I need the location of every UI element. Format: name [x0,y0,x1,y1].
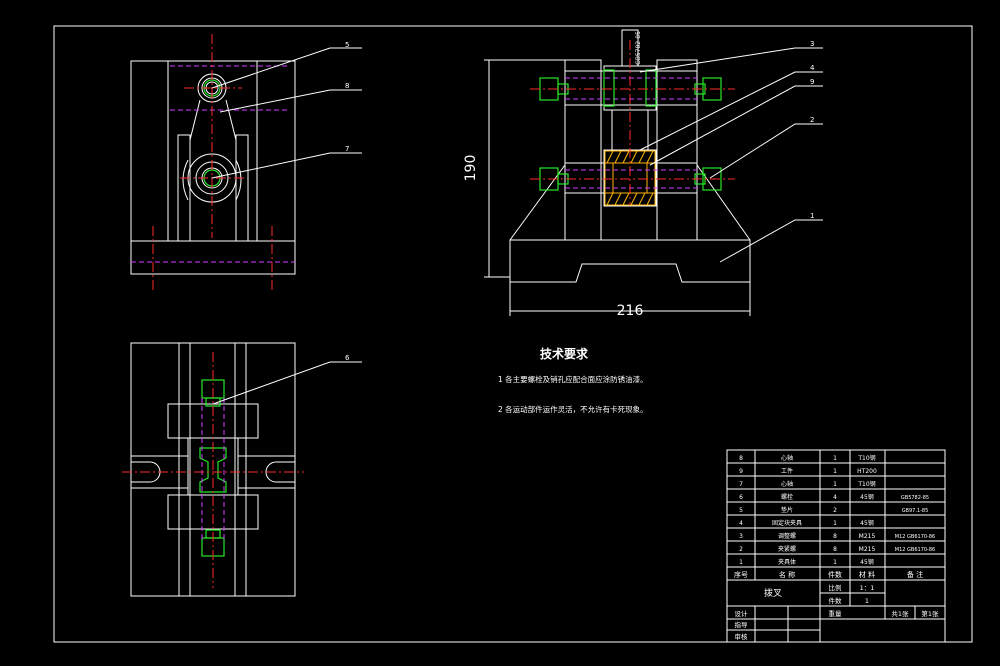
bom-cell-no: 9 [739,468,743,475]
bom-cell-material: HT200 [857,468,877,475]
bom-header-material: 材 料 [859,570,875,579]
front-view [130,60,296,275]
side-view-dimensions [484,59,751,316]
bom-table [726,449,946,643]
callout-6: 6 [345,354,350,362]
bom-cell-no: 3 [739,533,743,540]
bom-cell-name: 螺栓 [781,493,793,501]
scale-value: 1：1 [860,584,875,592]
dimension-height: 190 [463,155,479,182]
bom-header-qty: 件数 [828,570,842,579]
bom-cell-qty: 1 [833,455,837,462]
weight-label: 重量 [829,610,843,618]
bom-header: 序号 名 称 件数 材 料 备 注 [734,570,923,579]
count-value: 1 [865,597,869,605]
side-view-workpiece-hatch [604,150,656,206]
scale-label: 比例 [829,583,842,592]
bom-cell-name: 夹紧螺 [778,545,796,553]
bom-cell-name: 心轴 [781,454,793,462]
bom-cell-no: 5 [739,507,743,514]
bom-cell-qty: 1 [833,481,837,488]
bom-cell-note: M12 GB6170-86 [895,547,935,553]
bom-cell-material: 45钢 [860,519,874,527]
design-label: 设计 [735,609,749,618]
side-view-hidden-lines [565,77,697,189]
front-view-centerlines [152,34,273,290]
bom-cell-material: 45钢 [860,493,874,501]
drawing-border [53,25,973,643]
requirement-1: 1 各主要螺栓及销孔应配合面应涂防锈油漆。 [498,374,648,384]
requirements-title: 技术要求 [540,346,589,361]
bom-header-name: 名 称 [779,570,795,579]
bom-cell-qty: 8 [833,546,837,553]
bom-cell-name: 工件 [781,467,793,475]
callout-8: 8 [345,82,349,90]
bom-header-note: 备 注 [907,570,923,579]
bom-cell-no: 7 [739,481,743,488]
bom-cell-material: M215 [859,546,876,553]
bom-cell-no: 8 [739,455,743,462]
bom-cell-qty: 2 [833,507,837,514]
callout-3: 3 [810,40,814,48]
callout-9: 9 [810,78,814,86]
bom-cell-material: T10钢 [857,454,875,462]
bom-cell-name: 夹具体 [778,558,796,566]
callout-7: 7 [345,145,349,153]
callout-1: 1 [810,212,814,220]
sheet-no: 第1张 [921,609,939,618]
bom-cell-name: 垫片 [781,506,793,514]
bom-cell-no: 2 [739,546,743,553]
bom-cell-no: 1 [739,559,743,566]
guide-label: 指导 [735,620,749,629]
callout-leaders [211,47,823,405]
bom-cell-name: 固定块夹具 [772,519,802,527]
bom-cell-qty: 4 [833,494,837,501]
bom-cell-no: 6 [739,494,743,501]
vertical-standard-code: GB5782-85 [635,31,642,65]
bom-cell-name: 心轴 [781,480,793,488]
bom-cell-name: 调整螺 [778,532,796,540]
dimension-width: 216 [617,303,644,319]
part-name: 拨叉 [764,587,782,599]
callout-4: 4 [810,64,815,72]
top-view-centerlines [122,352,304,588]
count-label: 件数 [829,596,843,605]
bom-cell-note: M12 GB6170-86 [895,534,935,540]
side-view-centerlines [530,40,735,205]
bom-cell-qty: 1 [833,559,837,566]
bom-cell-qty: 1 [833,520,837,527]
callout-5: 5 [345,41,349,49]
bom-cell-material: T10钢 [857,480,875,488]
bom-cell-qty: 1 [833,468,837,475]
callout-2: 2 [810,116,814,124]
sheet-total: 共1张 [891,609,909,618]
bom-cell-note: GB5782-85 [901,495,929,501]
bom-cell-no: 4 [739,520,743,527]
bom-cell-qty: 8 [833,533,837,540]
bom-cell-note: GB97.1-85 [902,508,929,514]
bom-cell-material: 45钢 [860,558,874,566]
review-label: 审核 [735,632,749,641]
requirement-2: 2 各运动部件运作灵活，不允许有卡死现象。 [498,404,648,414]
bom-cell-material: M215 [859,533,876,540]
bom-header-no: 序号 [734,570,748,579]
